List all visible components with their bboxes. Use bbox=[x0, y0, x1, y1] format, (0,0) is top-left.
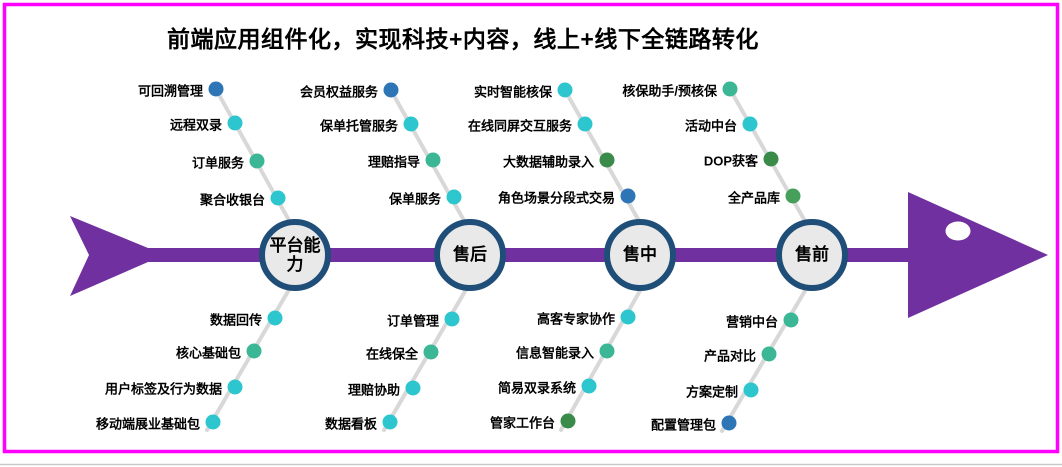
branch-label: 数据回传 bbox=[209, 312, 262, 327]
branch-label: 数据看板 bbox=[324, 416, 377, 431]
branch-dot bbox=[581, 378, 597, 394]
branch-dot bbox=[444, 311, 460, 327]
branch-dot bbox=[742, 116, 758, 132]
branch-dot bbox=[246, 343, 262, 359]
spine-node-4: 售前 bbox=[776, 219, 848, 291]
branch-label: 全产品库 bbox=[727, 190, 780, 205]
branch-dot bbox=[785, 188, 801, 204]
branch-dot bbox=[599, 152, 615, 168]
branch-dot bbox=[405, 380, 421, 396]
spine-node-2: 售后 bbox=[434, 219, 506, 291]
branch-dot bbox=[267, 310, 283, 326]
branch-label: 在线保全 bbox=[365, 346, 418, 361]
branch-label: 核保助手/预核保 bbox=[622, 83, 717, 98]
spine-node-1: 平台能力 bbox=[259, 219, 331, 291]
branch-dot bbox=[577, 116, 593, 132]
branch-dot bbox=[227, 115, 243, 131]
branch-label: 高客专家协作 bbox=[536, 311, 615, 326]
branch-dot bbox=[743, 382, 759, 398]
branch-dot bbox=[620, 188, 636, 204]
diagram-title: 前端应用组件化，实现科技+内容，线上+线下全链路转化 bbox=[167, 26, 759, 52]
branch-label: 会员权益服务 bbox=[299, 84, 378, 99]
branch-label: 角色场景分段式交易 bbox=[497, 190, 615, 205]
branch-label: 简易双录系统 bbox=[497, 380, 576, 395]
branch-label: 远程双录 bbox=[169, 117, 222, 132]
branch-dot bbox=[227, 379, 243, 395]
branch-dot bbox=[383, 82, 399, 98]
branch-label: 信息智能录入 bbox=[515, 345, 594, 360]
branch-dot bbox=[249, 153, 265, 169]
branch-label: 订单管理 bbox=[386, 313, 439, 328]
fishbone-spine bbox=[146, 248, 912, 262]
branch-dot bbox=[560, 413, 576, 429]
branch-dot bbox=[620, 309, 636, 325]
branch-dot bbox=[382, 414, 398, 430]
branch-label: 管家工作台 bbox=[489, 415, 555, 430]
branch-label: 活动中台 bbox=[684, 118, 737, 133]
branch-dot bbox=[403, 116, 419, 132]
branch-dot bbox=[208, 81, 224, 97]
branch-label: 理赔协助 bbox=[347, 382, 400, 397]
branch-label: 营销中台 bbox=[725, 314, 778, 329]
branch-dot bbox=[599, 343, 615, 359]
branch-label: 订单服务 bbox=[191, 155, 244, 170]
slide-border bbox=[2, 2, 1060, 454]
branch-dot bbox=[761, 346, 777, 362]
branch-label: 实时智能核保 bbox=[473, 84, 552, 99]
branch-label: 核心基础包 bbox=[175, 345, 241, 360]
fish-eye bbox=[945, 221, 971, 241]
branch-label: 方案定制 bbox=[685, 384, 738, 399]
branch-label: 配置管理包 bbox=[650, 417, 716, 432]
fish-head bbox=[908, 192, 1048, 318]
branch-dot bbox=[783, 312, 799, 328]
branch-label: 理赔指导 bbox=[367, 154, 420, 169]
branch-dot bbox=[270, 190, 286, 206]
branch-dot bbox=[423, 344, 439, 360]
branch-dot bbox=[721, 415, 737, 431]
branch-label: 大数据辅助录入 bbox=[502, 154, 594, 169]
branch-dot bbox=[722, 81, 738, 97]
branch-label: DOP获客 bbox=[703, 153, 758, 168]
branch-label: 产品对比 bbox=[703, 348, 756, 363]
branch-dot bbox=[446, 189, 462, 205]
fish-tail bbox=[70, 216, 148, 296]
branch-label: 保单托管服务 bbox=[319, 118, 398, 133]
branch-label: 在线同屏交互服务 bbox=[467, 118, 572, 133]
spine-node-3: 售中 bbox=[604, 219, 676, 291]
branch-label: 可回溯管理 bbox=[137, 83, 203, 98]
branch-dot bbox=[557, 82, 573, 98]
branch-dot bbox=[205, 414, 221, 430]
branch-dot bbox=[763, 151, 779, 167]
branch-label: 用户标签及行为数据 bbox=[104, 381, 222, 396]
branch-label: 移动端展业基础包 bbox=[95, 416, 200, 431]
branch-dot bbox=[425, 152, 441, 168]
branch-label: 保单服务 bbox=[388, 191, 441, 206]
branch-label: 聚合收银台 bbox=[199, 192, 265, 207]
